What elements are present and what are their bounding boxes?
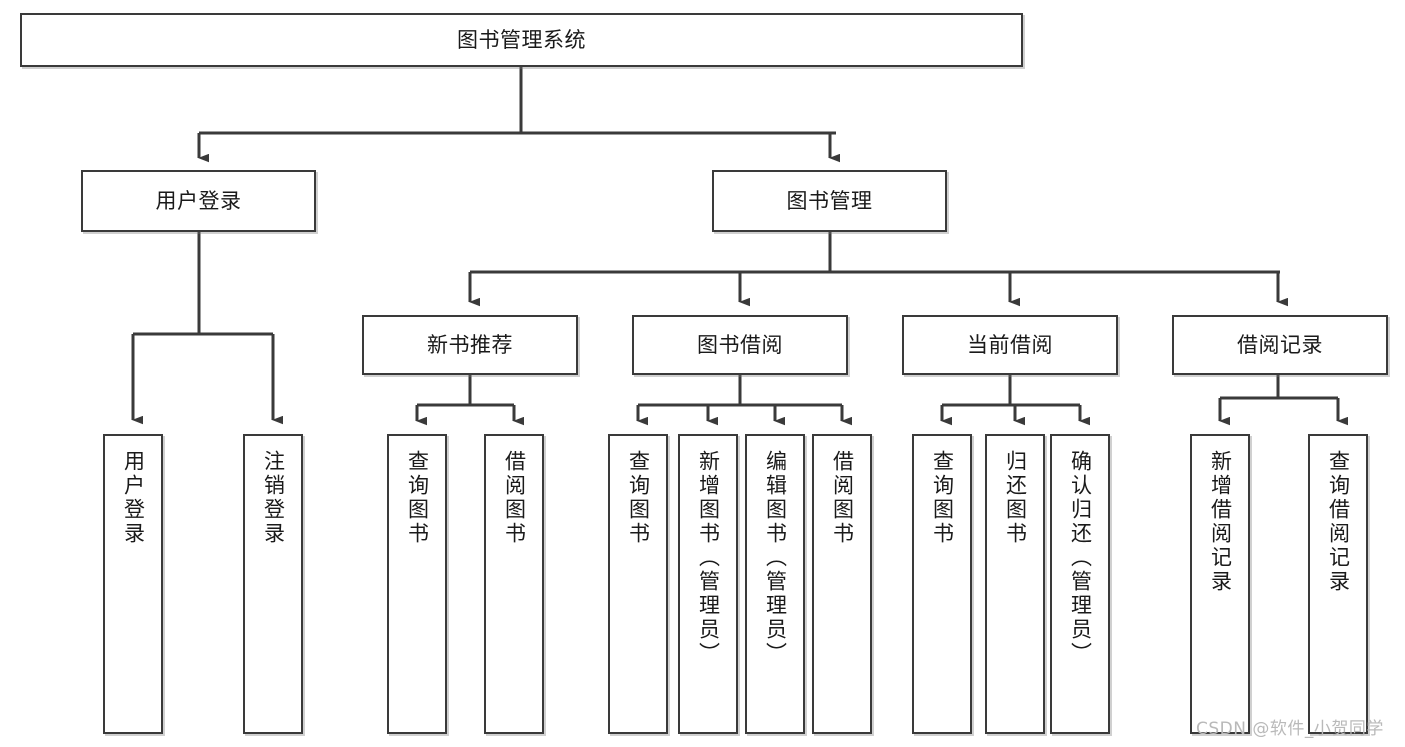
node-leaf-query-book-1[interactable]: 查询图书 <box>387 434 447 734</box>
node-leaf-return-book[interactable]: 归还图书 <box>985 434 1045 734</box>
node-root-label: 图书管理系统 <box>457 27 586 52</box>
node-leaf-edit-book-label: 编辑图书（管理员） <box>763 450 788 666</box>
node-book-manage[interactable]: 图书管理 <box>712 170 947 232</box>
node-leaf-borrow-book-2[interactable]: 借阅图书 <box>812 434 872 734</box>
node-leaf-query-book-3[interactable]: 查询图书 <box>912 434 972 734</box>
node-new-book-recommend-label: 新书推荐 <box>427 332 513 357</box>
node-current-borrow[interactable]: 当前借阅 <box>902 315 1118 375</box>
node-new-book-recommend[interactable]: 新书推荐 <box>362 315 578 375</box>
node-leaf-borrow-book-2-label: 借阅图书 <box>830 450 855 546</box>
node-borrow-record[interactable]: 借阅记录 <box>1172 315 1388 375</box>
node-user-login[interactable]: 用户登录 <box>81 170 316 232</box>
node-book-manage-label: 图书管理 <box>786 188 873 213</box>
node-current-borrow-label: 当前借阅 <box>967 332 1053 357</box>
node-leaf-add-book[interactable]: 新增图书（管理员） <box>678 434 738 734</box>
csdn-watermark: CSDN @软件_小贺同学 <box>1196 719 1384 739</box>
node-leaf-user-login-label: 用户登录 <box>121 450 146 546</box>
node-leaf-query-borrow-record[interactable]: 查询借阅记录 <box>1308 434 1368 734</box>
node-leaf-edit-book[interactable]: 编辑图书（管理员） <box>745 434 805 734</box>
node-leaf-confirm-return-label: 确认归还（管理员） <box>1068 450 1093 666</box>
node-leaf-add-borrow-record[interactable]: 新增借阅记录 <box>1190 434 1250 734</box>
node-leaf-add-borrow-record-label: 新增借阅记录 <box>1208 450 1233 594</box>
node-leaf-query-borrow-record-label: 查询借阅记录 <box>1326 450 1351 594</box>
node-leaf-return-book-label: 归还图书 <box>1003 450 1028 546</box>
node-book-borrow[interactable]: 图书借阅 <box>632 315 848 375</box>
node-leaf-user-logout-label: 注销登录 <box>261 450 286 546</box>
node-leaf-user-login[interactable]: 用户登录 <box>103 434 163 734</box>
node-leaf-query-book-2[interactable]: 查询图书 <box>608 434 668 734</box>
node-leaf-add-book-label: 新增图书（管理员） <box>696 450 721 666</box>
node-leaf-query-book-2-label: 查询图书 <box>626 450 651 546</box>
node-leaf-confirm-return[interactable]: 确认归还（管理员） <box>1050 434 1110 734</box>
node-leaf-user-logout[interactable]: 注销登录 <box>243 434 303 734</box>
node-leaf-query-book-3-label: 查询图书 <box>930 450 955 546</box>
node-root[interactable]: 图书管理系统 <box>20 13 1023 67</box>
node-leaf-query-book-1-label: 查询图书 <box>405 450 430 546</box>
node-leaf-borrow-book-1-label: 借阅图书 <box>502 450 527 546</box>
node-borrow-record-label: 借阅记录 <box>1237 332 1323 357</box>
node-user-login-label: 用户登录 <box>155 188 242 213</box>
node-book-borrow-label: 图书借阅 <box>697 332 783 357</box>
node-leaf-borrow-book-1[interactable]: 借阅图书 <box>484 434 544 734</box>
